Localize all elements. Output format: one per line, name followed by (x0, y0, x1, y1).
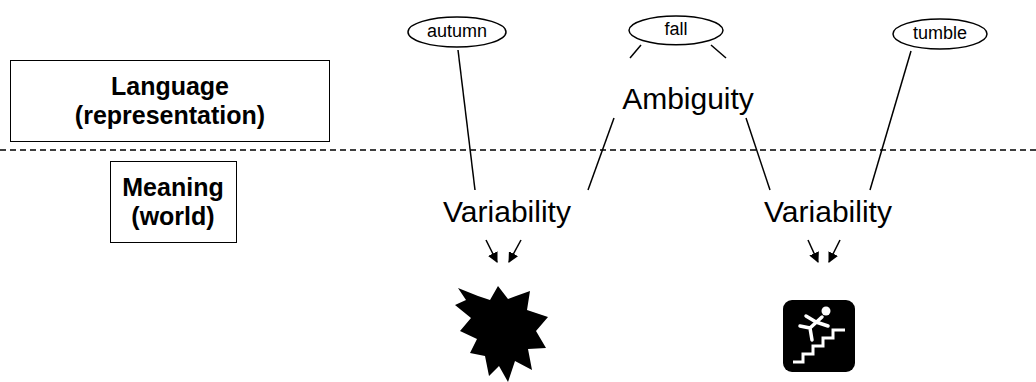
leader-lines (458, 45, 911, 190)
level-box: Language (representation) (10, 60, 330, 142)
arrow (509, 240, 521, 262)
leader-line (458, 50, 475, 190)
divider-line (0, 149, 1036, 151)
leader-line (746, 118, 770, 190)
word-text: fall (664, 20, 687, 40)
word-ellipse: autumn (407, 16, 507, 48)
word-text: autumn (427, 22, 487, 42)
leader-line (711, 45, 726, 58)
arrow (486, 240, 497, 262)
word-ellipse: tumble (892, 18, 988, 50)
word-ellipse: fall (628, 15, 724, 46)
falling-icon (783, 300, 855, 372)
leader-line (630, 45, 641, 58)
leader-line (588, 118, 614, 190)
concept-label: Variability (764, 195, 892, 228)
level-title: Meaning (world) (122, 173, 223, 231)
leader-line (870, 51, 911, 190)
arrow (829, 240, 840, 262)
concept-label: Ambiguity (622, 82, 754, 115)
down-arrows (486, 240, 840, 262)
level-box: Meaning (world) (110, 161, 237, 243)
concept-label: Variability (443, 195, 571, 228)
arrow (808, 240, 818, 262)
word-text: tumble (913, 24, 967, 44)
level-title: Language (representation) (75, 72, 265, 130)
leaf-icon (455, 286, 548, 382)
